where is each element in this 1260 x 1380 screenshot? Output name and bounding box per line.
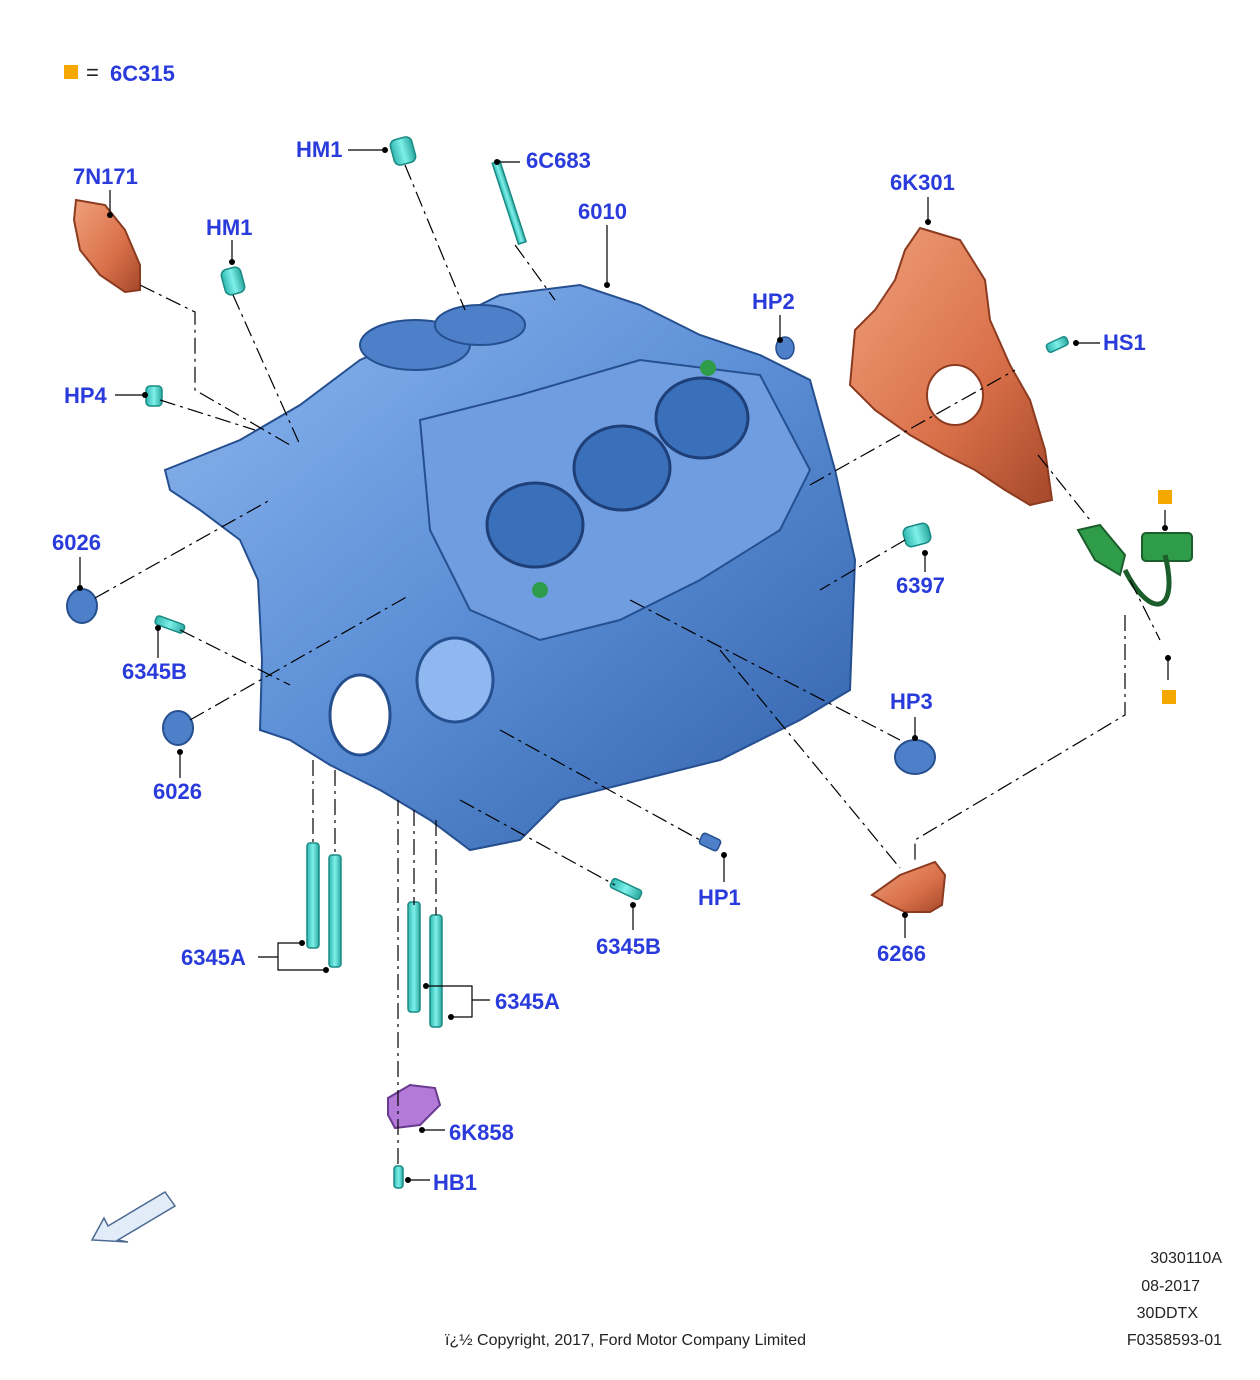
label-6026-upper: 6026 (52, 530, 101, 555)
label-6345b-right: 6345B (596, 934, 661, 959)
label-hp2: HP2 (752, 289, 795, 314)
label-hb1: HB1 (433, 1170, 477, 1195)
model-code: 30DDTX (1136, 1305, 1198, 1322)
orange-square-marker-icon (1158, 490, 1172, 504)
engine-block-6010 (163, 283, 857, 852)
label-hp1: HP1 (698, 885, 741, 910)
label-6010: 6010 (578, 199, 627, 224)
bolt-6345b-right (609, 877, 643, 901)
label-hp4: HP4 (64, 383, 108, 408)
orange-square-marker-icon (1162, 690, 1176, 704)
label-6266: 6266 (877, 941, 926, 966)
plug-hp4 (145, 385, 163, 407)
label-6026-lower: 6026 (153, 779, 202, 804)
bolt-hs1 (1045, 335, 1069, 353)
bolt-6c683 (491, 159, 528, 246)
fastener-6397 (902, 522, 932, 548)
label-hm1-upper: HM1 (296, 137, 342, 162)
figure-date: 08-2017 (1141, 1278, 1200, 1295)
label-6k858: 6K858 (449, 1120, 514, 1145)
legend-equals: = (86, 60, 99, 85)
sensor-hp1 (698, 832, 722, 852)
sensor-6c315 (1076, 523, 1193, 607)
label-hp3: HP3 (890, 689, 933, 714)
label-6345b-left: 6345B (122, 659, 187, 684)
bracket-6k858 (387, 1083, 442, 1130)
copyright-notice: ï¿½ Copyright, 2017, Ford Motor Company … (445, 1332, 807, 1349)
plug-hp3 (894, 739, 936, 775)
label-hm1-lower: HM1 (206, 215, 252, 240)
plug-6026-upper (66, 588, 98, 624)
fastener-hm1-lower (220, 266, 246, 296)
label-6345a-right: 6345A (495, 989, 560, 1014)
rear-cover-6k301 (848, 226, 1054, 507)
bolts-6345a-left (306, 842, 342, 968)
label-6397: 6397 (896, 573, 945, 598)
fastener-hm1-upper (389, 136, 417, 166)
bolt-hb1 (393, 1165, 404, 1189)
plug-6026-lower (162, 710, 194, 746)
direction-arrow-icon (90, 1191, 177, 1243)
bolt-6345b-left (154, 615, 186, 634)
cover-7n171 (72, 198, 141, 294)
label-leaders (77, 147, 1171, 1183)
cover-6266 (870, 860, 947, 913)
label-6k301: 6K301 (890, 170, 955, 195)
orange-square-marker-icon (64, 65, 78, 79)
label-hs1: HS1 (1103, 330, 1146, 355)
assembly-guide-lines (94, 164, 1161, 1165)
label-7n171: 7N171 (73, 164, 138, 189)
legend-part-number: 6C315 (110, 61, 175, 86)
label-6345a-left: 6345A (181, 945, 246, 970)
figure-code: 3030110A (1150, 1250, 1222, 1267)
label-6c683: 6C683 (526, 148, 591, 173)
figure-reference: F0358593-01 (1126, 1332, 1222, 1349)
bolts-6345a-right (407, 901, 443, 1028)
